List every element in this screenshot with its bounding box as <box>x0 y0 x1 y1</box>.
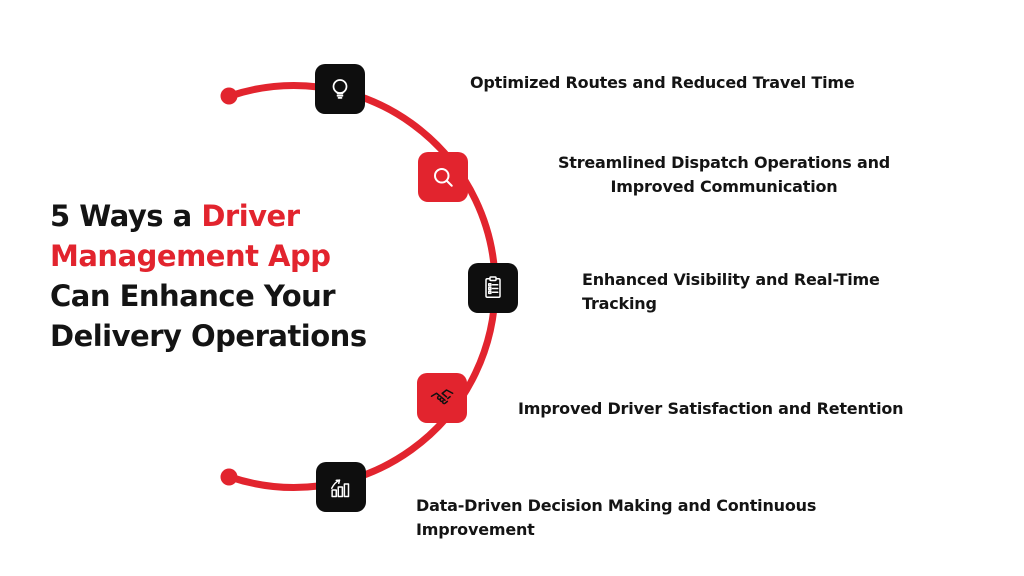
title-segment-accent: Management App <box>50 239 331 273</box>
arc-start-dot <box>220 87 238 105</box>
clipboard-checklist-icon <box>485 276 501 299</box>
handshake-icon <box>430 389 454 405</box>
item-2-label: Streamlined Dispatch Operations and Impr… <box>538 151 910 199</box>
label-line: Enhanced Visibility and Real-Time <box>582 270 880 289</box>
item-2-icon-box <box>418 152 468 202</box>
item-5-icon-box <box>316 462 366 512</box>
arc-end-dot <box>220 468 238 486</box>
label-line: Streamlined Dispatch Operations and <box>557 153 891 172</box>
item-1-label: Optimized Routes and Reduced Travel Time <box>470 71 855 95</box>
title-segment: 5 Ways a <box>50 199 202 233</box>
label-line: Improved Driver Satisfaction and Retenti… <box>518 399 904 418</box>
item-5-label: Data-Driven Decision Making and Continuo… <box>416 494 816 542</box>
label-line: Tracking <box>582 294 657 313</box>
item-1-icon-box <box>315 64 365 114</box>
bar-chart-growth-icon <box>331 479 350 498</box>
item-4-label: Improved Driver Satisfaction and Retenti… <box>518 397 904 421</box>
search-icon <box>433 167 453 187</box>
item-4-icon-box <box>417 373 467 423</box>
label-line: Data-Driven Decision Making and Continuo… <box>416 496 817 515</box>
label-line: Optimized Routes and Reduced Travel Time <box>470 73 855 92</box>
lightbulb-icon <box>332 79 348 99</box>
title-line-4: Delivery Operations <box>50 316 367 356</box>
title-line-2: Management App <box>50 236 367 276</box>
title-line-1: 5 Ways a Driver <box>50 196 367 236</box>
title-line-3: Can Enhance Your <box>50 276 367 316</box>
page-title: 5 Ways a Driver Management App Can Enhan… <box>50 196 367 356</box>
title-segment: Delivery Operations <box>50 319 367 353</box>
title-segment-accent: Driver <box>201 199 300 233</box>
label-line: Improvement <box>416 520 535 539</box>
item-3-icon-box <box>468 263 518 313</box>
title-segment: Can Enhance Your <box>50 279 336 313</box>
item-3-label: Enhanced Visibility and Real-Time Tracki… <box>582 268 880 316</box>
label-line: Improved Communication <box>610 177 838 196</box>
